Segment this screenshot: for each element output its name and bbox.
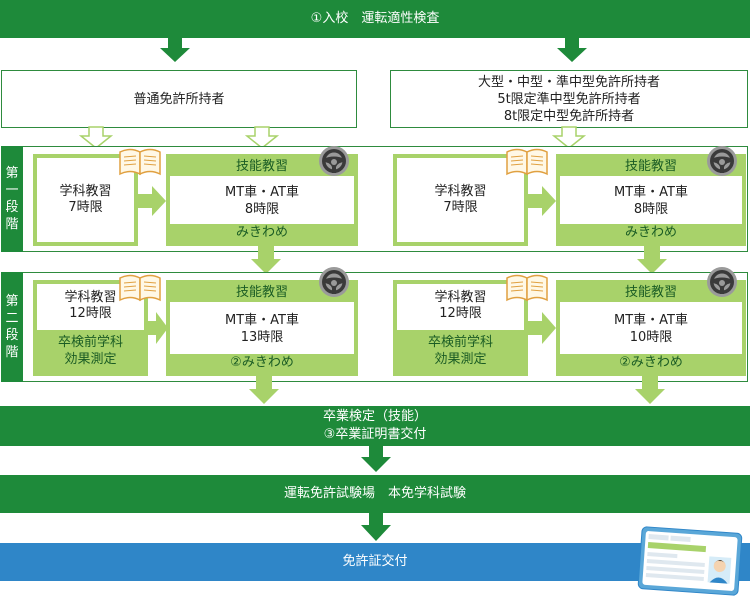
graduation-bar: 卒業検定（技能） ③卒業証明書交付 xyxy=(0,406,750,446)
stage1-label-char: 第 xyxy=(5,166,19,181)
gino-footer: ②みきわめ xyxy=(170,354,354,372)
gino-title: 技能教習 xyxy=(170,284,354,302)
gakka-hours: 12時限 xyxy=(439,306,482,321)
gakka-title: 学科教習 xyxy=(434,290,487,305)
stage1-left-gakka: 学科教習 7時限 xyxy=(33,154,138,246)
admission-title: ①入校 運転適性検査 xyxy=(310,11,440,26)
stage2-label: 第 二 段 階 xyxy=(1,272,23,382)
arrow-right-icon xyxy=(528,186,556,216)
arrow-down-icon xyxy=(635,376,665,404)
license-holder-standard-text: 普通免許所持者 xyxy=(133,91,225,107)
steering-wheel-icon xyxy=(319,146,349,176)
exam-bar: 運転免許試験場 本免学科試験 xyxy=(0,475,750,513)
arrow-down-icon xyxy=(251,246,281,274)
issue-text: 免許証交付 xyxy=(342,554,408,569)
open-book-icon xyxy=(506,148,548,176)
gino-footer: ②みきわめ xyxy=(560,354,742,372)
arrow-down-icon xyxy=(361,446,391,472)
steering-wheel-icon xyxy=(707,146,737,176)
gino-title: 技能教習 xyxy=(560,284,742,302)
stage2-right-gakka: 学科教習 12時限 卒検前学科 効果測定 xyxy=(393,280,528,376)
gakka-title: 学科教習 xyxy=(59,184,112,199)
open-book-icon xyxy=(119,274,161,302)
gakka-sub-line: 卒検前学科 xyxy=(57,335,123,350)
gakka-sub-line: 効果測定 xyxy=(64,352,117,367)
arrow-down-icon xyxy=(160,38,190,62)
gakka-sub-line: 効果測定 xyxy=(434,352,487,367)
license-holder-large-line: 5t限定準中型免許所持者 xyxy=(497,91,641,107)
gino-hours: 10時限 xyxy=(629,330,673,345)
stage2-label-char: 第 xyxy=(5,294,19,309)
gino-vehicle: MT車・AT車 xyxy=(614,313,688,328)
gakka-effect-test: 卒検前学科 効果測定 xyxy=(397,330,524,372)
license-holder-standard: 普通免許所持者 xyxy=(1,70,357,128)
gino-title: 技能教習 xyxy=(560,158,742,176)
gakka-hours: 7時限 xyxy=(68,200,103,215)
issue-bar: 免許証交付 xyxy=(0,543,750,581)
outline-arrow-down-icon xyxy=(551,126,587,149)
open-book-icon xyxy=(119,148,161,176)
gino-hours: 13時限 xyxy=(240,330,284,345)
gino-hours: 8時限 xyxy=(244,202,280,217)
gakka-hours: 7時限 xyxy=(443,200,478,215)
graduation-line: 卒業検定（技能） xyxy=(322,409,427,424)
stage2-right-gino: 技能教習 MT車・AT車 10時限 ②みきわめ xyxy=(556,280,746,376)
gino-vehicle: MT車・AT車 xyxy=(614,185,688,200)
open-book-icon xyxy=(506,274,548,302)
outline-arrow-down-icon xyxy=(78,126,114,149)
license-holder-large-line: 8t限定中型免許所持者 xyxy=(503,108,635,124)
arrow-down-icon xyxy=(557,38,587,62)
outline-arrow-down-icon xyxy=(244,126,280,149)
stage2-label-char: 階 xyxy=(5,345,19,360)
graduation-line: ③卒業証明書交付 xyxy=(323,427,427,442)
gakka-title: 学科教習 xyxy=(64,290,117,305)
gakka-hours: 12時限 xyxy=(69,306,112,321)
license-holder-large: 大型・中型・準中型免許所持者 5t限定準中型免許所持者 8t限定中型免許所持者 xyxy=(390,70,748,128)
stage1-label-char: 段 xyxy=(5,200,19,215)
arrow-down-icon xyxy=(361,513,391,541)
gino-title: 技能教習 xyxy=(170,158,354,176)
stage2-label-char: 段 xyxy=(5,328,19,343)
arrow-right-icon xyxy=(528,312,556,344)
gino-footer: みきわめ xyxy=(560,224,742,242)
driver-license-card-icon xyxy=(637,526,743,596)
steering-wheel-icon xyxy=(707,267,737,297)
stage1-right-gakka: 学科教習 7時限 xyxy=(393,154,528,246)
stage2-left-gino: 技能教習 MT車・AT車 13時限 ②みきわめ xyxy=(166,280,358,376)
exam-text: 運転免許試験場 本免学科試験 xyxy=(283,486,466,501)
gino-vehicle: MT車・AT車 xyxy=(225,185,299,200)
arrow-down-icon xyxy=(637,246,667,274)
license-holder-large-line: 大型・中型・準中型免許所持者 xyxy=(477,74,660,90)
arrow-down-icon xyxy=(249,376,279,404)
steering-wheel-icon xyxy=(319,267,349,297)
arrow-right-icon xyxy=(148,312,168,344)
gakka-effect-test: 卒検前学科 効果測定 xyxy=(37,330,144,372)
stage1-label-char: 一 xyxy=(5,183,19,198)
stage2-label-char: 二 xyxy=(5,311,19,326)
admission-bar: ①入校 運転適性検査 xyxy=(0,0,750,38)
gakka-title: 学科教習 xyxy=(434,184,487,199)
stage1-label: 第 一 段 階 xyxy=(1,146,23,252)
gino-footer: みきわめ xyxy=(170,224,354,242)
gino-vehicle: MT車・AT車 xyxy=(225,313,299,328)
gakka-sub-line: 卒検前学科 xyxy=(427,335,493,350)
stage1-label-char: 階 xyxy=(5,217,19,232)
arrow-right-icon xyxy=(138,186,166,216)
gino-hours: 8時限 xyxy=(633,202,669,217)
